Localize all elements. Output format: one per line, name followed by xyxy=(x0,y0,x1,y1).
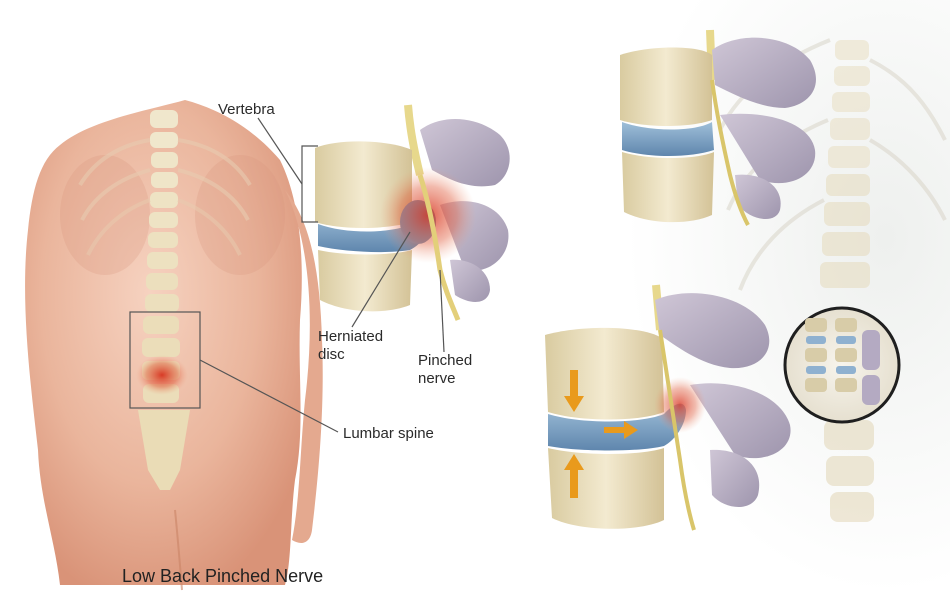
figure-caption: Low Back Pinched Nerve xyxy=(122,566,323,587)
magnifier-lens xyxy=(785,308,899,422)
vertebra-label: Vertebra xyxy=(218,101,275,119)
herniated-disc-label: Herniated disc xyxy=(318,328,383,364)
pinched-nerve-label: Pinched nerve xyxy=(418,352,472,388)
lumbar-spine-label: Lumbar spine xyxy=(343,425,434,443)
